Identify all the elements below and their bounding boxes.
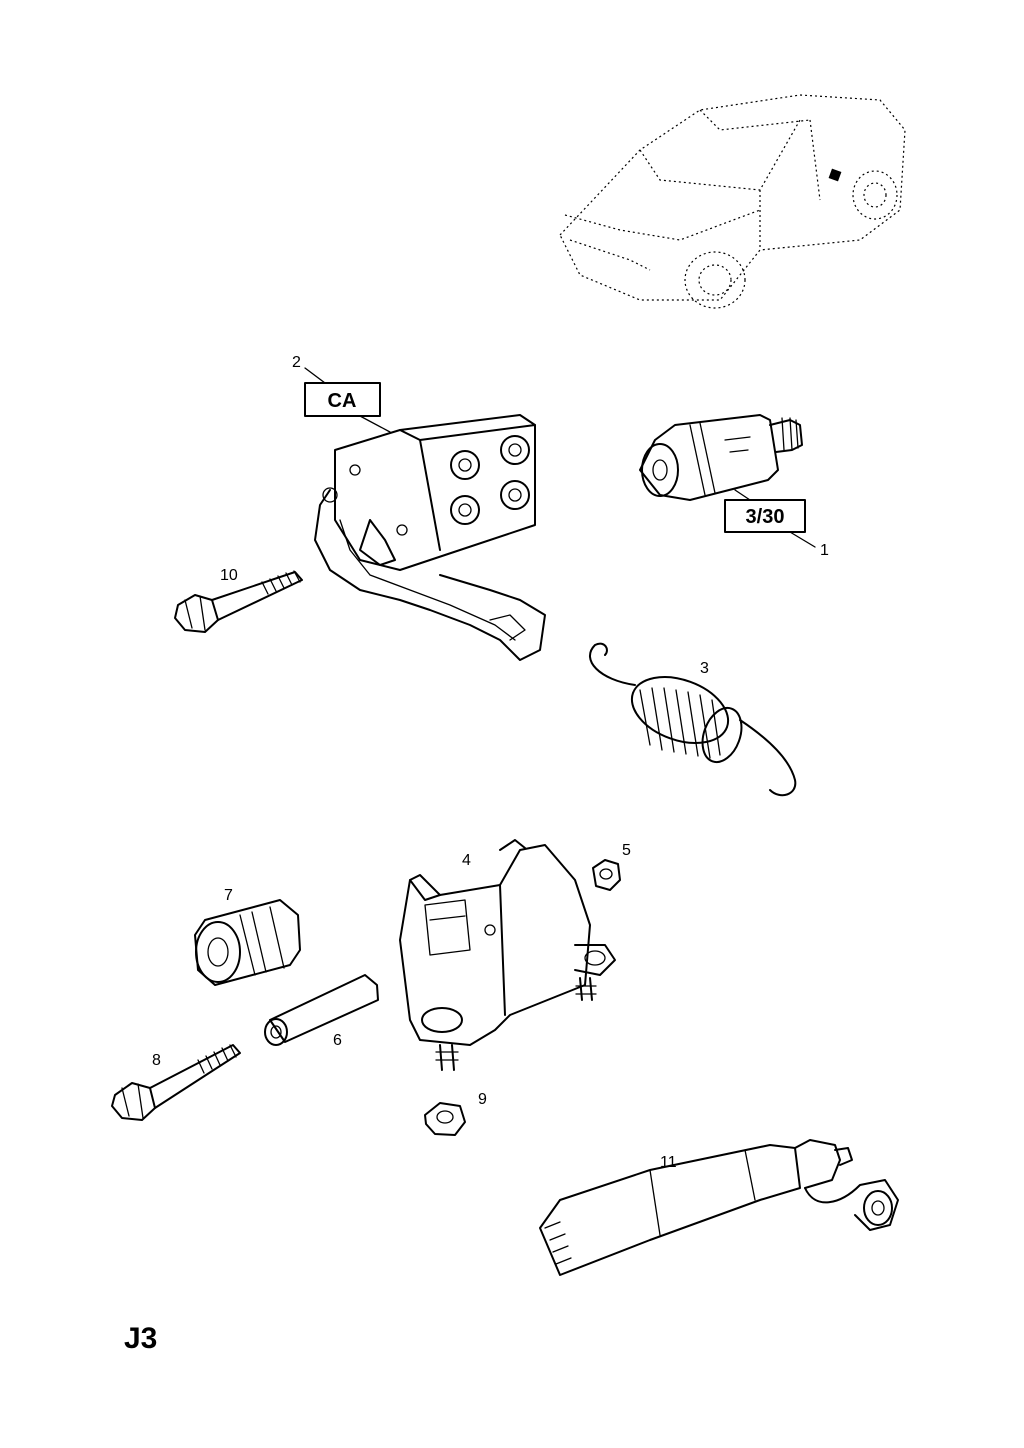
leader-line-part-2 (359, 415, 391, 433)
part-7-bush (194, 899, 301, 986)
callout-5: 5 (622, 842, 631, 859)
callout-9: 9 (478, 1091, 487, 1108)
part-1-code-box (724, 499, 806, 533)
page-code: J3 (124, 1322, 158, 1355)
callout-3: 3 (700, 660, 709, 677)
part-5-nut (592, 859, 621, 891)
part-3-spring (589, 642, 797, 797)
part-11-grease-tube (539, 1139, 899, 1276)
part-10-bolt (174, 570, 303, 633)
callout-8: 8 (152, 1052, 161, 1069)
part-9-nut (424, 1102, 466, 1136)
leader-line-callout-1 (789, 531, 816, 548)
part-6-sleeve (264, 974, 379, 1046)
callout-4: 4 (462, 852, 471, 869)
callout-2: 2 (292, 354, 301, 371)
callout-11: 11 (660, 1154, 677, 1171)
leader-line-callout-2 (304, 367, 326, 384)
callout-7: 7 (224, 887, 233, 904)
part-4-bracket (399, 839, 616, 1071)
vehicle-overview (559, 94, 906, 309)
part-1-valve (639, 414, 803, 501)
part-2-code-box (304, 382, 381, 417)
part-1-code: 3/30 (746, 506, 785, 528)
part-2-code: CA (328, 390, 357, 412)
callout-1: 1 (820, 542, 829, 559)
location-marker-icon (828, 168, 842, 182)
callout-10: 10 (220, 567, 238, 584)
callout-6: 6 (333, 1032, 342, 1049)
part-2-regulator (314, 414, 546, 661)
leader-line-part-1 (734, 489, 751, 501)
part-8-bolt (111, 1044, 241, 1121)
